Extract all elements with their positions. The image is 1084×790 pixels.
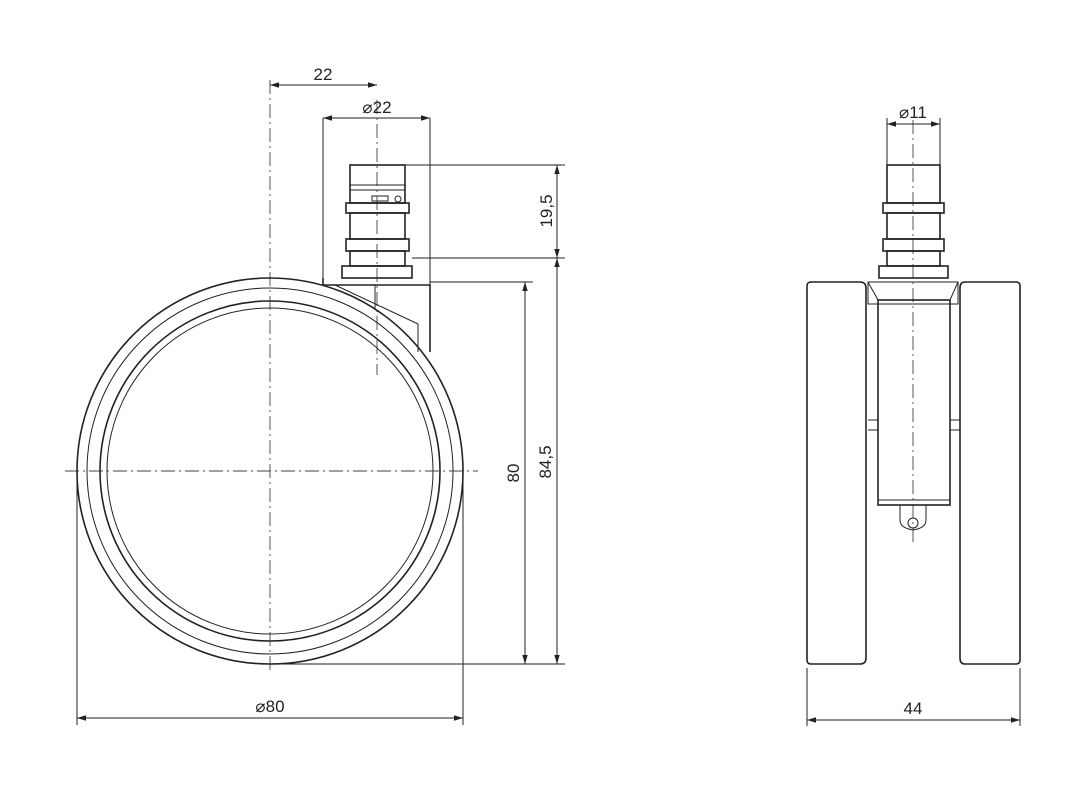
dim-label-d11: ⌀11 [899,103,927,122]
tyre-inner-circle [86,287,454,655]
end-stem-top [886,164,941,204]
end-stem-base [886,250,941,267]
end-stem-mid [886,212,941,240]
stem-mid [349,212,406,240]
brake-tab [899,505,927,531]
end-stem-ring [882,238,945,252]
stem-pin [394,195,402,203]
dim-label-80: 80 [504,464,523,483]
dim-label-d80: ⌀80 [255,697,284,716]
end-stem-collar [882,202,945,214]
side-view: 22 ⌀22 19,5 80 84,5 ⌀80 [65,65,565,725]
hub-inner-circle [106,307,434,635]
fork-outer [867,281,959,501]
fork-top [867,281,959,305]
stem-base [349,250,406,267]
dim-label-22: 22 [314,65,333,84]
fork-edge [334,284,419,352]
fork-housing [322,278,431,352]
dim-label-19-5: 19,5 [537,194,556,227]
end-stem [878,164,949,279]
dim-label-44: 44 [904,699,923,718]
brake-hole [907,517,919,529]
end-stem-flange [878,265,949,279]
stem-clip [371,195,389,202]
stem-ring [345,238,410,252]
stem-collar [345,202,410,214]
left-wheel [806,281,867,665]
dim-label-d22: ⌀22 [362,98,391,117]
stem [341,164,413,279]
fork-body [877,299,951,506]
hub-outer-circle [99,300,441,642]
right-wheel [959,281,1021,665]
stem-flange [341,265,413,279]
stem-top [349,164,406,204]
dim-label-84-5: 84,5 [536,445,555,478]
end-view: ⌀11 44 [806,103,1021,726]
